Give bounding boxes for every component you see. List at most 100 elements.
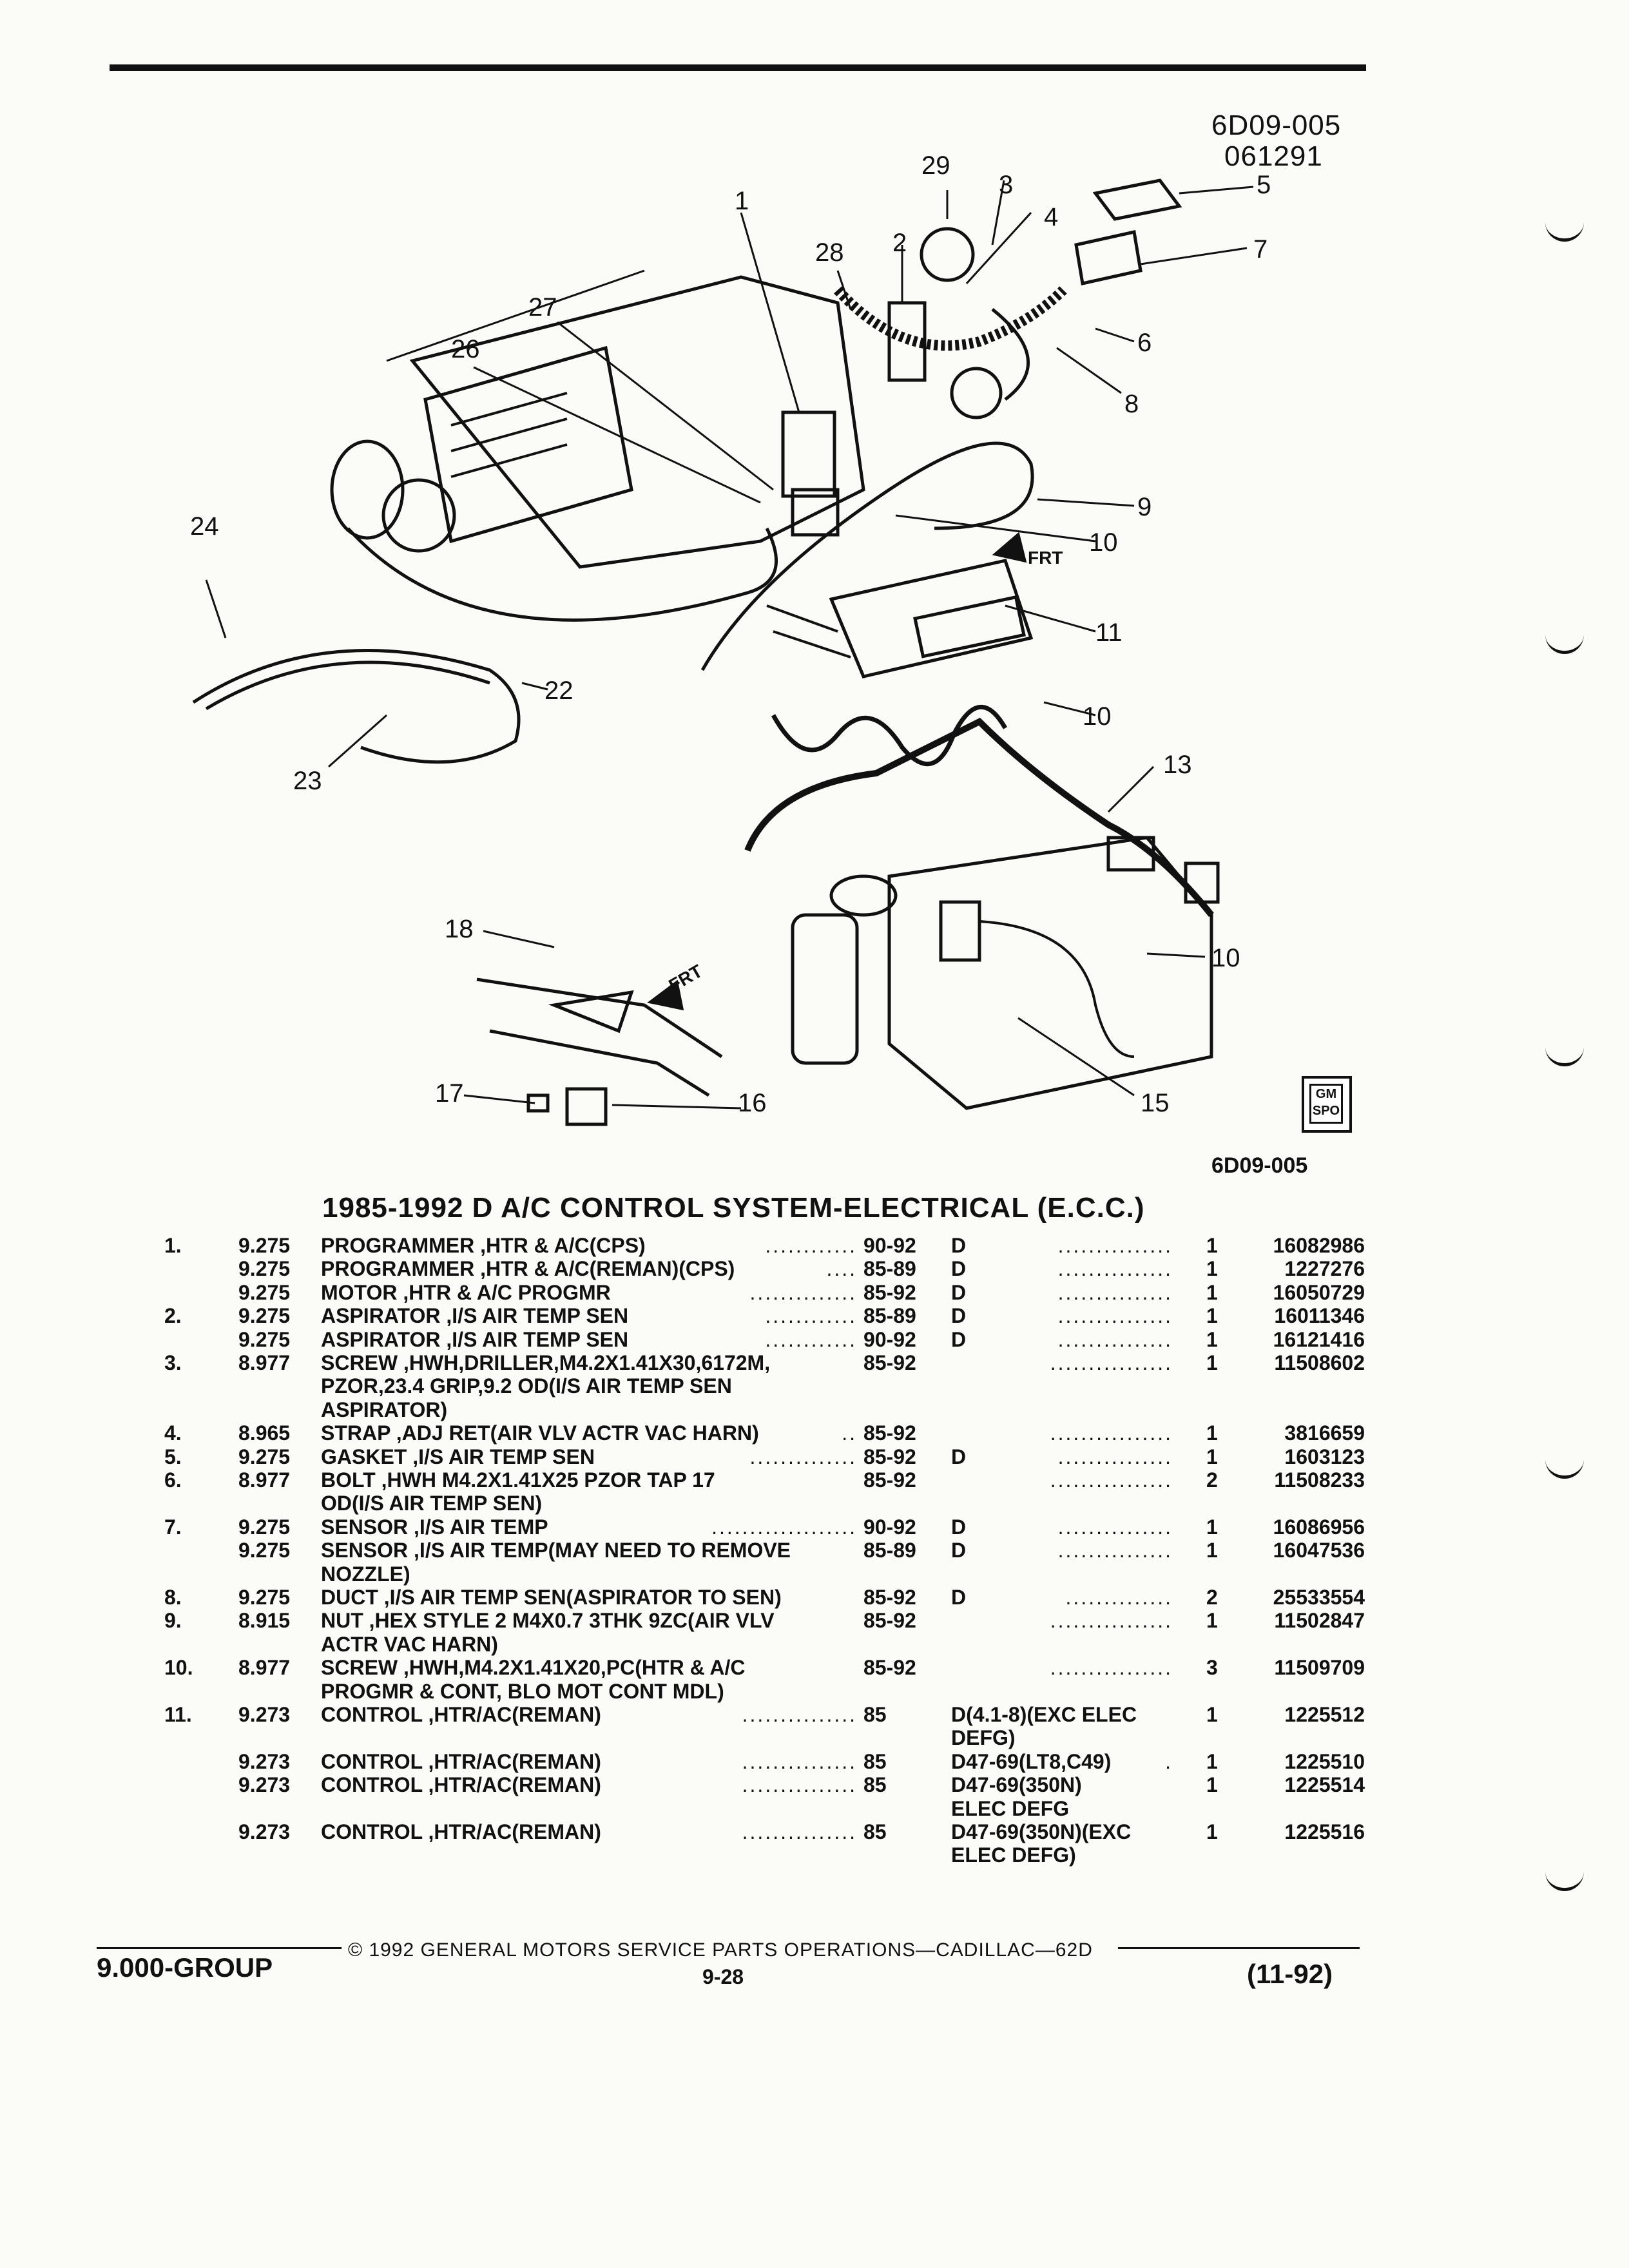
callout-16: 16 <box>738 1089 767 1117</box>
part-number: 1225512 <box>1284 1703 1365 1726</box>
quantity: 1 <box>1206 1445 1218 1468</box>
description: DUCT ,I/S AIR TEMP SEN(ASPIRATOR TO SEN) <box>321 1586 782 1609</box>
blower-motor <box>330 439 405 540</box>
desc-leader: ............... <box>742 1820 857 1843</box>
quantity: 1 <box>1206 1609 1218 1633</box>
top-rule <box>110 64 1366 71</box>
footer-date: (11-92) <box>1247 1959 1333 1989</box>
desc-leader: ............... <box>742 1749 857 1773</box>
item-number: 2. <box>164 1304 182 1328</box>
callout-6: 6 <box>1137 329 1152 357</box>
years: 85-89 <box>863 1257 916 1281</box>
model-leader: ................ <box>1050 1421 1173 1445</box>
quantity: 1 <box>1206 1539 1218 1562</box>
group-number: 9.275 <box>238 1257 291 1281</box>
group-number: 9.273 <box>238 1820 291 1843</box>
part-number: 25533554 <box>1273 1586 1365 1609</box>
quantity: 2 <box>1206 1468 1218 1492</box>
model: D <box>951 1515 967 1539</box>
part-number: 16047536 <box>1273 1539 1365 1562</box>
model-leader: ............... <box>1057 1257 1173 1281</box>
vacuum-harness <box>347 527 778 622</box>
desc-leader: ............... <box>742 1703 857 1726</box>
callout-18: 18 <box>445 915 474 943</box>
years: 85-92 <box>863 1586 916 1609</box>
model-leader: ............... <box>1057 1539 1173 1562</box>
description: BOLT ,HWH M4.2X1.41X25 PZOR TAP 17 <box>321 1468 715 1492</box>
years: 85-92 <box>863 1609 916 1633</box>
desc-leader: ............... <box>742 1773 857 1797</box>
part-number: 16050729 <box>1273 1280 1365 1304</box>
description: CONTROL ,HTR/AC(REMAN) <box>321 1749 601 1773</box>
model: ELEC DEFG <box>951 1796 1070 1820</box>
model: D <box>951 1257 967 1281</box>
part-number: 16011346 <box>1274 1304 1365 1328</box>
part-number: 1225510 <box>1284 1749 1365 1773</box>
description: NUT ,HEX STYLE 2 M4X0.7 3THK 9ZC(AIR VLV <box>321 1609 775 1633</box>
model-leader: ................ <box>1050 1656 1173 1680</box>
callout-1: 1 <box>735 187 749 215</box>
part-number: 16082986 <box>1273 1234 1365 1257</box>
quantity: 1 <box>1206 1515 1218 1539</box>
binder-mark <box>1545 1037 1584 1066</box>
callout-4: 4 <box>1044 203 1058 231</box>
callout-26: 26 <box>451 335 480 363</box>
years: 85-89 <box>863 1539 916 1562</box>
item-number: 9. <box>164 1609 182 1633</box>
quantity: 3 <box>1206 1656 1218 1680</box>
callout-13: 13 <box>1163 751 1192 779</box>
years: 90-92 <box>863 1327 916 1351</box>
callout-22: 22 <box>545 677 574 705</box>
footer-group: 9.000-GROUP <box>97 1952 273 1983</box>
years: 85 <box>863 1703 887 1726</box>
wiring-harness <box>744 717 1214 918</box>
desc-leader: ................... <box>711 1515 857 1539</box>
description: ACTR VAC HARN) <box>321 1632 498 1656</box>
callout-10: 10 <box>1089 528 1118 557</box>
item-number: 6. <box>164 1468 182 1492</box>
group-number: 8.965 <box>238 1421 291 1445</box>
item-number: 1. <box>164 1234 182 1257</box>
description: ASPIRATOR) <box>321 1398 448 1421</box>
group-number: 9.275 <box>238 1539 291 1562</box>
item-number: 11. <box>164 1703 192 1726</box>
description: ASPIRATOR ,I/S AIR TEMP SEN <box>321 1327 629 1351</box>
years: 85 <box>863 1820 887 1843</box>
model-leader: .............. <box>1065 1586 1173 1609</box>
description: MOTOR ,HTR & A/C PROGMR <box>321 1280 611 1304</box>
callout-7: 7 <box>1253 235 1268 264</box>
quantity: 1 <box>1206 1820 1218 1843</box>
model: D <box>951 1586 967 1609</box>
years: 85-92 <box>863 1656 916 1680</box>
desc-leader: .. <box>842 1421 857 1445</box>
group-number: 8.915 <box>238 1609 291 1633</box>
callout-27: 27 <box>528 293 557 322</box>
group-number: 9.273 <box>238 1773 291 1797</box>
description: PZOR,23.4 GRIP,9.2 OD(I/S AIR TEMP SEN <box>321 1374 732 1398</box>
group-number: 9.275 <box>238 1327 291 1351</box>
blower-control-module <box>887 836 1213 1110</box>
description: PROGMR & CONT, BLO MOT CONT MDL) <box>321 1679 724 1703</box>
part-number: 16086956 <box>1273 1515 1365 1539</box>
inset-module <box>565 1087 608 1126</box>
part-number: 3816659 <box>1284 1421 1365 1445</box>
years: 85-92 <box>863 1445 916 1468</box>
item-number: 4. <box>164 1421 182 1445</box>
group-number: 9.275 <box>238 1280 291 1304</box>
quantity: 1 <box>1206 1280 1218 1304</box>
group-number: 9.275 <box>238 1515 291 1539</box>
callout-29: 29 <box>921 151 950 180</box>
description: SCREW ,HWH,M4.2X1.41X20,PC(HTR & A/C <box>321 1656 746 1680</box>
model: ELEC DEFG) <box>951 1843 1076 1867</box>
part-number: 1603123 <box>1284 1445 1365 1468</box>
description: GASKET ,I/S AIR TEMP SEN <box>321 1445 595 1468</box>
model: D47-69(350N)(EXC <box>951 1820 1132 1843</box>
model-leader: ............... <box>1057 1327 1173 1351</box>
callout-15: 15 <box>1141 1089 1170 1117</box>
part-number: 1225516 <box>1284 1820 1365 1843</box>
model-leader: ................ <box>1050 1609 1173 1633</box>
programmer <box>781 410 836 498</box>
description: SENSOR ,I/S AIR TEMP <box>321 1515 548 1539</box>
callout-28: 28 <box>815 238 844 267</box>
description: CONTROL ,HTR/AC(REMAN) <box>321 1820 601 1843</box>
